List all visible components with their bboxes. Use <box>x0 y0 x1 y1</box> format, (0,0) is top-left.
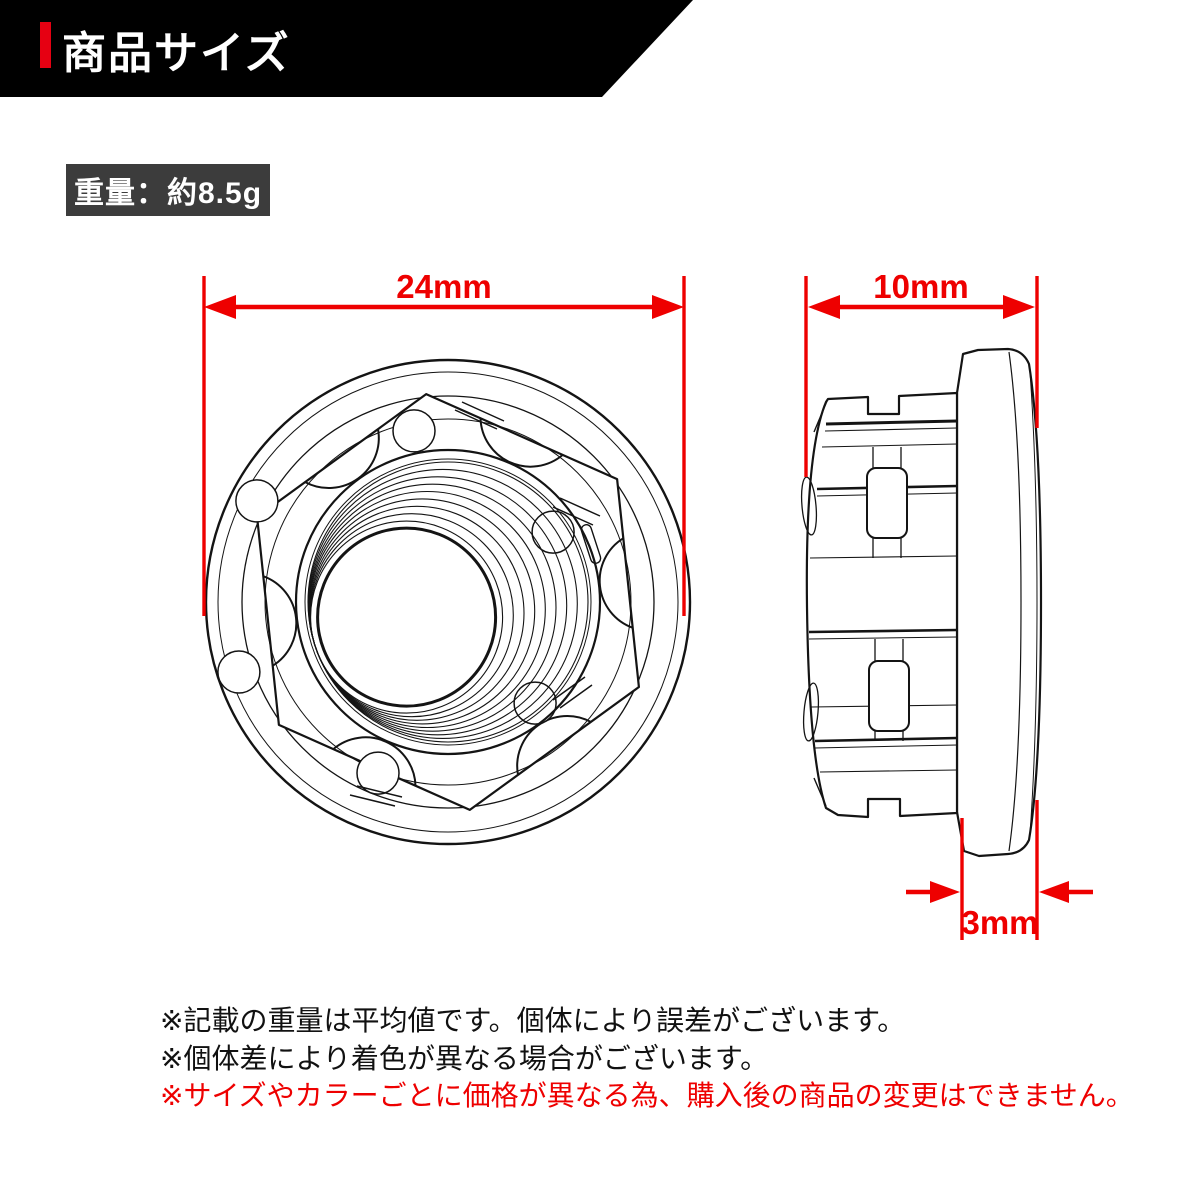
front-width-label: 24mm <box>396 268 491 305</box>
bore-circle <box>316 526 498 708</box>
thread-lines <box>307 461 589 743</box>
flange-face-circle <box>241 395 655 809</box>
side-view-drawing <box>800 347 1043 858</box>
note-line-3: ※サイズやカラーごとに価格が異なる為、購入後の商品の変更はできません。 <box>160 1080 1134 1111</box>
flange-side-outline <box>955 347 1043 858</box>
hex-body-side-outline <box>805 391 959 819</box>
dimension-3mm: 3mm <box>906 800 1093 941</box>
header-banner <box>0 0 693 97</box>
flange-outer-circle <box>204 358 692 846</box>
front-view-drawing <box>204 358 692 846</box>
body-chamfer-lines <box>813 400 828 807</box>
nut-inner-circle <box>294 448 602 756</box>
flange-curve-line <box>1008 351 1022 852</box>
arrowhead-right <box>652 295 684 319</box>
note-line-1: ※記載の重量は平均値です。個体により誤差がございます。 <box>160 1005 906 1036</box>
edge-hole-top <box>800 476 818 536</box>
flange-highlight-line <box>1029 371 1038 835</box>
arrowhead-right <box>1003 295 1035 319</box>
flange-rim-circle <box>217 371 679 833</box>
edge-hole-bottom <box>802 682 820 742</box>
thread-chamfer-circle <box>304 458 592 746</box>
hex-nut-outline <box>256 393 640 811</box>
body-key-tabs <box>866 447 910 741</box>
weight-badge: 重量：約8.5g <box>66 164 270 216</box>
flange-thickness-label: 3mm <box>961 904 1038 941</box>
disclaimer-notes: ※記載の重量は平均値です。個体により誤差がございます。 ※個体差により着色が異な… <box>160 1002 1134 1115</box>
dimension-24mm: 24mm <box>202 268 686 616</box>
arrowhead-right <box>1039 881 1069 903</box>
flange-holes <box>217 409 575 795</box>
hex-chamfer-circle <box>264 418 632 786</box>
header-accent-bar <box>40 22 51 68</box>
arrowhead-left <box>204 295 236 319</box>
arrowhead-left <box>808 295 840 319</box>
castellation-slots <box>349 401 602 807</box>
arrowhead-left <box>930 881 960 903</box>
dimension-10mm: 10mm <box>804 268 1039 477</box>
weight-badge-label: 重量：約8.5g <box>73 177 263 210</box>
side-depth-label: 10mm <box>873 268 968 305</box>
page-title: 商品サイズ <box>62 28 291 78</box>
note-line-2: ※個体差により着色が異なる場合がございます。 <box>160 1042 769 1074</box>
